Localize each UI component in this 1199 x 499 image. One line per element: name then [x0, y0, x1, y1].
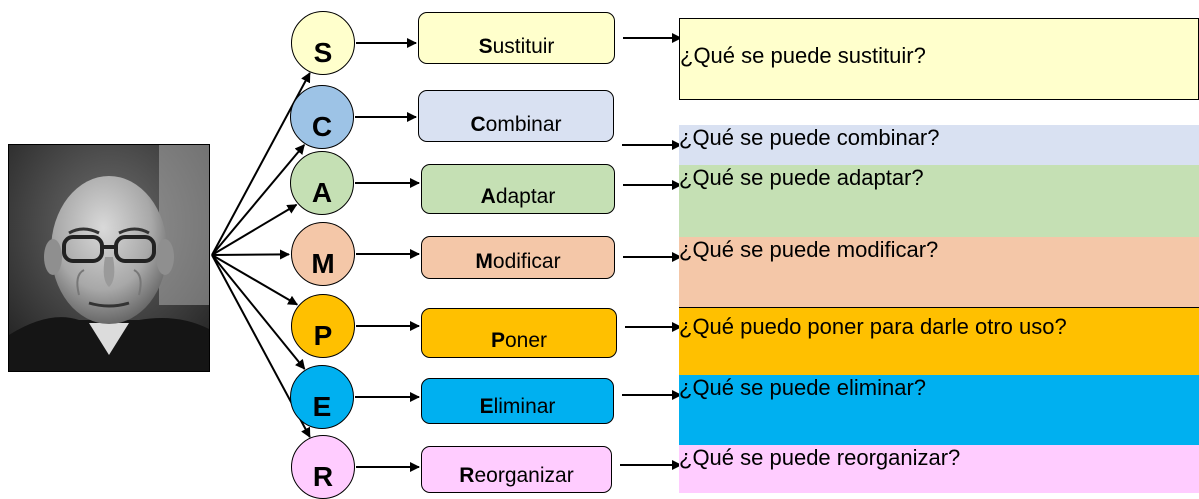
- technique-rest: eorganizar: [474, 464, 574, 487]
- technique-initial: S: [478, 35, 493, 58]
- technique-rest: liminar: [493, 395, 556, 418]
- technique-label: Reorganizar: [459, 464, 573, 488]
- technique-label: Modificar: [475, 250, 560, 274]
- technique-initial: E: [479, 395, 494, 418]
- letter-circle-s: S: [291, 11, 355, 75]
- letter-circle-r: R: [291, 435, 355, 499]
- letter-circle-a: A: [290, 151, 354, 215]
- question-r: ¿Qué se puede reorganizar?: [679, 445, 1199, 493]
- letter-circle-c: C: [290, 85, 354, 149]
- letter-label: C: [311, 111, 333, 142]
- question-m: ¿Qué se puede modificar?: [679, 237, 1199, 307]
- fan-arrow-e: [211, 254, 306, 370]
- fan-arrow-p: [211, 254, 299, 306]
- letter-label: S: [313, 37, 333, 68]
- fan-arrow-m: [211, 249, 291, 260]
- technique-rest: ombinar: [485, 113, 562, 136]
- technique-box-p: Poner: [421, 308, 617, 358]
- technique-label: Poner: [491, 329, 547, 353]
- question-s: ¿Qué se puede sustituir?: [679, 18, 1199, 100]
- technique-box-c: Combinar: [418, 90, 614, 142]
- technique-label: Sustituir: [479, 35, 555, 59]
- technique-rest: ustituir: [492, 35, 555, 58]
- letter-circle-e: E: [290, 365, 354, 429]
- letter-circle-p: P: [291, 294, 355, 358]
- technique-box-a: Adaptar: [421, 164, 615, 214]
- letter-label: P: [313, 320, 333, 351]
- technique-initial: A: [480, 185, 496, 208]
- technique-box-s: Sustituir: [418, 12, 615, 64]
- technique-label: Combinar: [470, 113, 561, 137]
- letter-label: M: [311, 248, 335, 279]
- fan-arrow-a: [211, 203, 298, 256]
- fan-arrow-c: [211, 144, 306, 256]
- technique-rest: odificar: [492, 250, 561, 273]
- letter-label: A: [311, 177, 333, 208]
- technique-box-r: Reorganizar: [421, 446, 612, 493]
- technique-box-e: Eliminar: [421, 378, 614, 424]
- technique-initial: C: [470, 113, 486, 136]
- technique-label: Eliminar: [480, 395, 556, 419]
- technique-rest: daptar: [495, 185, 556, 208]
- technique-initial: R: [459, 464, 475, 487]
- technique-initial: P: [490, 329, 505, 352]
- technique-rest: oner: [504, 329, 548, 352]
- question-e: ¿Qué se puede eliminar?: [679, 375, 1199, 445]
- technique-label: Adaptar: [481, 185, 556, 209]
- question-a: ¿Qué se puede adaptar?: [679, 165, 1199, 237]
- letter-circle-m: M: [291, 222, 355, 286]
- letter-label: R: [312, 461, 334, 492]
- question-p: ¿Qué puedo poner para darle otro uso?: [679, 307, 1199, 375]
- letter-label: E: [312, 391, 332, 422]
- technique-initial: M: [475, 250, 493, 273]
- technique-box-m: Modificar: [421, 236, 615, 279]
- portrait-photo: [8, 144, 210, 372]
